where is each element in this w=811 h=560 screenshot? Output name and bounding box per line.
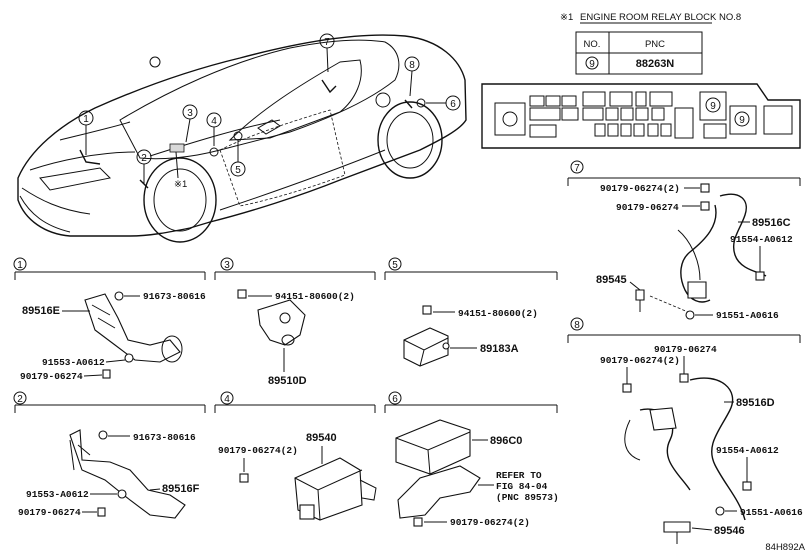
callout-8: 8: [409, 60, 415, 71]
group-7-id: 7: [574, 163, 580, 174]
car-illustration: [17, 34, 467, 243]
part-89546: 89546: [714, 525, 745, 537]
part-91553-A0612-b: 91553-A0612: [26, 489, 89, 500]
relay-callout: 9: [710, 101, 716, 112]
group-5-id: 5: [392, 260, 398, 271]
part-fig-84-04: FIG 84-04: [496, 481, 548, 492]
part-89516C: 89516C: [752, 217, 791, 229]
part-90179-06274-d: 90179-06274: [654, 344, 717, 355]
group-2: 2 91673-80616 91553-A0612 89516F 90179-0…: [13, 391, 206, 519]
part-896C0: 896C0: [490, 435, 522, 447]
group-3-id: 3: [224, 260, 230, 271]
group-8: 8 90179-06274 90179-06274(2) 89516D 9155…: [567, 317, 803, 544]
part-pnc-89573: (PNC 89573): [496, 492, 559, 503]
figure-code: 84H892A: [765, 542, 805, 553]
part-90179-06274-2-b: 90179-06274(2): [450, 517, 530, 528]
part-89516D: 89516D: [736, 397, 775, 409]
group-2-id: 2: [17, 394, 23, 405]
marker-1: ※1: [174, 179, 187, 190]
relay-callout-2: 9: [739, 115, 745, 126]
part-89516F: 89516F: [162, 483, 200, 495]
part-91673-80616-a: 91673-80616: [143, 291, 206, 302]
callout-1: 1: [83, 114, 89, 125]
table-no: 9: [589, 59, 595, 70]
table-header-no: NO.: [584, 39, 601, 50]
part-90179-06274-2-d: 90179-06274(2): [600, 355, 680, 366]
part-94151-80600-b: 94151-80600(2): [458, 308, 538, 319]
group-3: 3 94151-80600(2) 89510D: [214, 257, 376, 387]
part-89545: 89545: [596, 274, 627, 286]
part-90179-06274-2-a: 90179-06274(2): [218, 445, 298, 456]
part-91554-A0612-a: 91554-A0612: [730, 234, 793, 245]
relay-title: ENGINE ROOM RELAY BLOCK NO.8: [580, 12, 741, 23]
group-4: 4 89540 90179-06274(2): [214, 391, 377, 521]
group-4-id: 4: [224, 394, 230, 405]
callout-7: 7: [324, 37, 330, 48]
group-1: 1 89516E 91673-80616 91553-A0612 90179-0…: [13, 257, 206, 382]
part-90179-06274-a: 90179-06274: [20, 371, 83, 382]
relay-marker: ※1: [560, 12, 573, 23]
part-91673-80616-b: 91673-80616: [133, 432, 196, 443]
part-94151-80600-a: 94151-80600(2): [275, 291, 355, 302]
callout-4: 4: [211, 116, 217, 127]
part-89540: 89540: [306, 432, 337, 444]
callout-2: 2: [141, 153, 147, 164]
part-90179-06274-b: 90179-06274: [18, 507, 81, 518]
part-89516E: 89516E: [22, 305, 60, 317]
callout-5: 5: [235, 165, 241, 176]
part-90179-06274-2-c: 90179-06274(2): [600, 183, 680, 194]
part-89183A: 89183A: [480, 343, 519, 355]
group-6: 6 896C0 REFER TO FIG 84-04 (PNC 89573) 9…: [384, 391, 559, 528]
part-refer-to: REFER TO: [496, 470, 542, 481]
group-6-id: 6: [392, 394, 398, 405]
relay-block-section: ※1 ENGINE ROOM RELAY BLOCK NO.8 NO. PNC …: [481, 12, 801, 149]
part-91551-A0616-a: 91551-A0616: [716, 310, 779, 321]
group-1-id: 1: [17, 260, 23, 271]
group-7: 7 90179-06274(2) 90179-06274 89516C 9155…: [567, 160, 801, 321]
group-8-id: 8: [574, 320, 580, 331]
callout-3: 3: [187, 108, 193, 119]
part-91554-A0612-b: 91554-A0612: [716, 445, 779, 456]
part-90179-06274-c: 90179-06274: [616, 202, 679, 213]
car-callouts: 1 2 3 4 5 6 7 8 ※1: [78, 33, 461, 190]
callout-6: 6: [450, 99, 456, 110]
group-5: 5 94151-80600(2) 89183A: [384, 257, 558, 367]
table-header-pnc: PNC: [645, 39, 665, 50]
part-91551-A0616-b: 91551-A0616: [740, 507, 803, 518]
part-91553-A0612-a: 91553-A0612: [42, 357, 105, 368]
part-89510D: 89510D: [268, 375, 307, 387]
table-pnc: 88263N: [636, 58, 675, 70]
